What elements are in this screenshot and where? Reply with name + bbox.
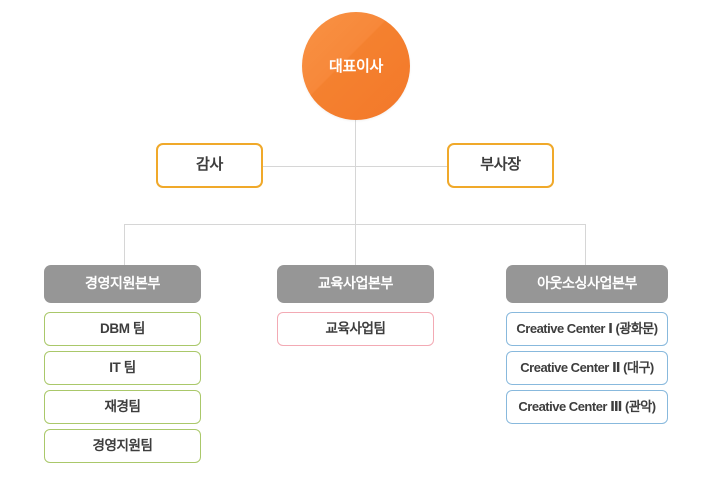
node-ceo-label: 대표이사 <box>328 57 383 75</box>
division-header-outsourcing-business[interactable]: 아웃소싱사업본부 <box>506 265 668 303</box>
connector-division-1-down <box>124 224 125 265</box>
team-education-business[interactable]: 교육사업팀 <box>277 312 434 346</box>
connector-division-2-down <box>355 224 356 265</box>
team-management-support[interactable]: 경영지원팀 <box>44 429 201 463</box>
connector-ceo-down <box>355 119 356 224</box>
connector-level2-horizontal <box>262 166 448 167</box>
team-it[interactable]: IT 팀 <box>44 351 201 385</box>
team-creative-center-1[interactable]: Creative Center Ⅰ (광화문) <box>506 312 668 346</box>
division-header-management-support[interactable]: 경영지원본부 <box>44 265 201 303</box>
team-finance[interactable]: 재경팀 <box>44 390 201 424</box>
connector-division-3-down <box>585 224 586 265</box>
node-auditor[interactable]: 감사 <box>156 143 263 188</box>
team-creative-center-2[interactable]: Creative Center Ⅱ (대구) <box>506 351 668 385</box>
node-vice-president[interactable]: 부사장 <box>447 143 554 188</box>
division-header-education-business[interactable]: 교육사업본부 <box>277 265 434 303</box>
team-dbm[interactable]: DBM 팀 <box>44 312 201 346</box>
team-creative-center-3[interactable]: Creative Center Ⅲ (관악) <box>506 390 668 424</box>
node-ceo[interactable]: 대표이사 <box>302 12 410 120</box>
